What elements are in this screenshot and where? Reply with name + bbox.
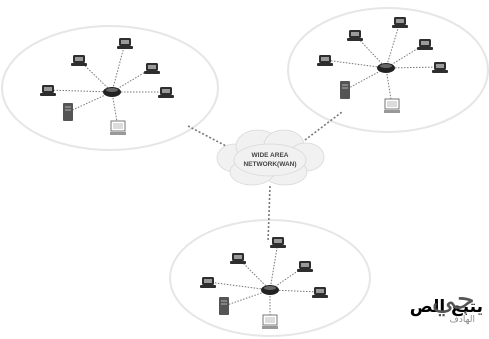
link-line [223, 289, 271, 307]
computer-node-icon [230, 253, 246, 264]
wan-links [187, 111, 343, 243]
link-line [385, 21, 401, 69]
link-line [269, 241, 279, 291]
computer-node-icon [312, 287, 328, 298]
computer-node-icon [117, 38, 133, 49]
network-rings [1, 7, 489, 337]
network-ring-left [1, 25, 219, 151]
network-hub-icon [377, 63, 395, 73]
link-line [385, 66, 441, 69]
network-right [317, 17, 448, 113]
link-line [269, 265, 306, 291]
link-line [67, 91, 113, 113]
link-line [324, 59, 387, 69]
server-tower-icon [219, 297, 229, 315]
link-line [207, 281, 271, 291]
server-tower-icon [340, 81, 350, 99]
wan-label-line2: NETWORK(WAN) [243, 161, 296, 168]
brand-logo: جي الهادف [431, 282, 475, 326]
computer-node-icon [270, 237, 286, 248]
link-line [47, 89, 113, 93]
brand-logo-mark: جي [431, 282, 475, 317]
wan-link-left [187, 125, 227, 147]
computer-node-icon [417, 39, 433, 50]
network-bottom [200, 237, 328, 329]
wan-link-bottom [267, 185, 271, 243]
computer-node-icon [392, 17, 408, 28]
link-line [111, 42, 126, 93]
link-line [269, 289, 321, 293]
computer-node-icon [317, 55, 333, 66]
monitor-icon [110, 120, 126, 135]
computer-node-icon [144, 63, 160, 74]
server-tower-icon [63, 103, 73, 121]
wan-cloud: WIDE AREA NETWORK(WAN) [216, 129, 325, 186]
monitor-icon [262, 314, 278, 329]
wan-label-line1: WIDE AREA [252, 152, 289, 159]
network-ring-bottom [169, 219, 371, 337]
brand-tagline: الهادف [449, 315, 475, 325]
computer-node-icon [200, 277, 216, 288]
computer-node-icon [432, 62, 448, 73]
caption-text: يتبع الص [409, 297, 483, 317]
link-line [385, 67, 393, 107]
network-left [40, 38, 174, 135]
wan-link-right [304, 111, 343, 141]
network-hub-icon [103, 87, 121, 97]
computer-node-icon [71, 55, 87, 66]
computer-node-icon [158, 87, 174, 98]
computer-node-icon [297, 261, 313, 272]
network-ring-right [287, 7, 489, 133]
computer-node-icon [347, 30, 363, 41]
computer-node-icon [40, 85, 56, 96]
monitor-icon [384, 98, 400, 113]
network-hub-icon [261, 285, 279, 295]
